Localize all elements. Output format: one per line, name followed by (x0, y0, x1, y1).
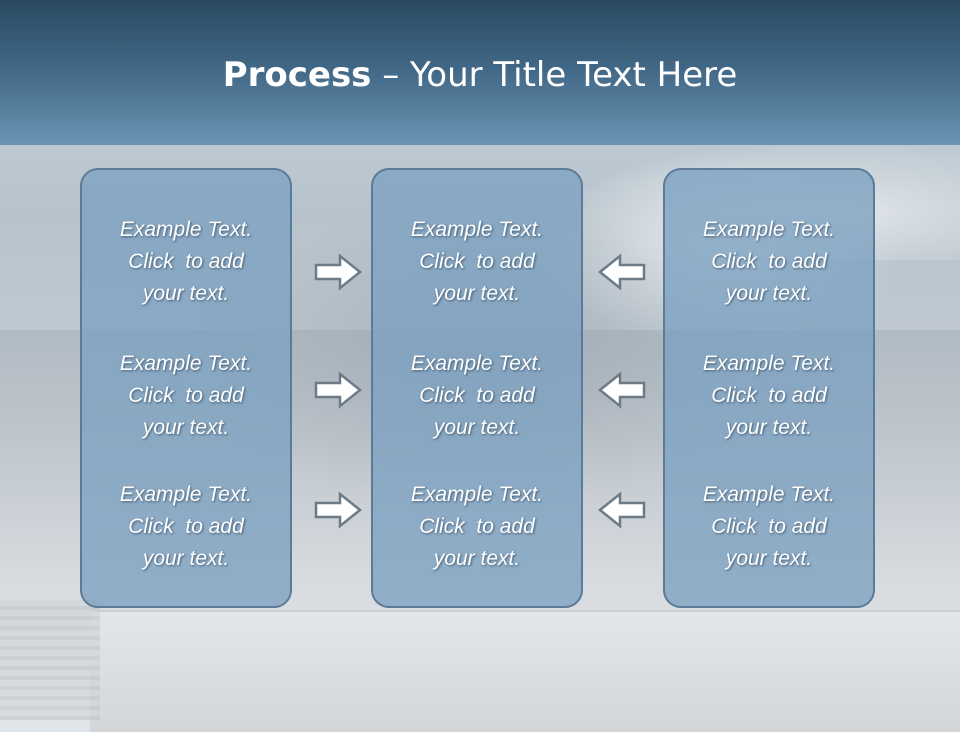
process-box-right[interactable]: Example Text. Click to add your text. Ex… (663, 168, 875, 608)
text-line: Example Text. (410, 352, 544, 375)
text-block[interactable]: Example Text. Click to add your text. (665, 479, 873, 575)
text-line: Click to add (128, 515, 244, 538)
text-line: Click to add (711, 384, 827, 407)
text-block[interactable]: Example Text. Click to add your text. (665, 214, 873, 310)
text-line: your text. (142, 416, 230, 439)
text-line: your text. (433, 282, 521, 305)
text-block[interactable]: Example Text. Click to add your text. (82, 348, 290, 444)
text-line: Click to add (419, 384, 535, 407)
process-box-middle[interactable]: Example Text. Click to add your text. Ex… (371, 168, 583, 608)
text-block[interactable]: Example Text. Click to add your text. (373, 479, 581, 575)
text-line: Click to add (711, 250, 827, 273)
text-line: Click to add (128, 250, 244, 273)
title-bold-part: Process (222, 55, 372, 95)
text-line: your text. (142, 547, 230, 570)
title-rest-part: – Your Title Text Here (371, 55, 738, 95)
left-arrow-icon[interactable] (598, 370, 646, 410)
text-line: Example Text. (119, 352, 253, 375)
slide-title[interactable]: Process – Your Title Text Here (0, 52, 960, 98)
text-line: Click to add (711, 515, 827, 538)
right-arrow-icon[interactable] (314, 370, 362, 410)
text-line: Example Text. (702, 483, 836, 506)
text-block[interactable]: Example Text. Click to add your text. (665, 348, 873, 444)
text-line: your text. (433, 416, 521, 439)
text-block[interactable]: Example Text. Click to add your text. (82, 214, 290, 310)
background-machine-base (90, 610, 960, 732)
text-line: Example Text. (119, 218, 253, 241)
text-line: Example Text. (702, 352, 836, 375)
title-bar: Process – Your Title Text Here (0, 0, 960, 145)
text-line: Example Text. (410, 218, 544, 241)
text-line: Example Text. (702, 218, 836, 241)
text-line: Example Text. (119, 483, 253, 506)
process-box-left[interactable]: Example Text. Click to add your text. Ex… (80, 168, 292, 608)
right-arrow-icon[interactable] (314, 490, 362, 530)
text-line: Click to add (419, 250, 535, 273)
text-block[interactable]: Example Text. Click to add your text. (82, 479, 290, 575)
text-line: your text. (725, 416, 813, 439)
text-line: your text. (433, 547, 521, 570)
text-line: your text. (725, 282, 813, 305)
text-line: Example Text. (410, 483, 544, 506)
text-line: Click to add (128, 384, 244, 407)
text-line: Click to add (419, 515, 535, 538)
left-arrow-icon[interactable] (598, 490, 646, 530)
right-arrow-icon[interactable] (314, 252, 362, 292)
text-block[interactable]: Example Text. Click to add your text. (373, 348, 581, 444)
left-arrow-icon[interactable] (598, 252, 646, 292)
text-line: your text. (725, 547, 813, 570)
background-vent (0, 600, 100, 720)
text-block[interactable]: Example Text. Click to add your text. (373, 214, 581, 310)
text-line: your text. (142, 282, 230, 305)
